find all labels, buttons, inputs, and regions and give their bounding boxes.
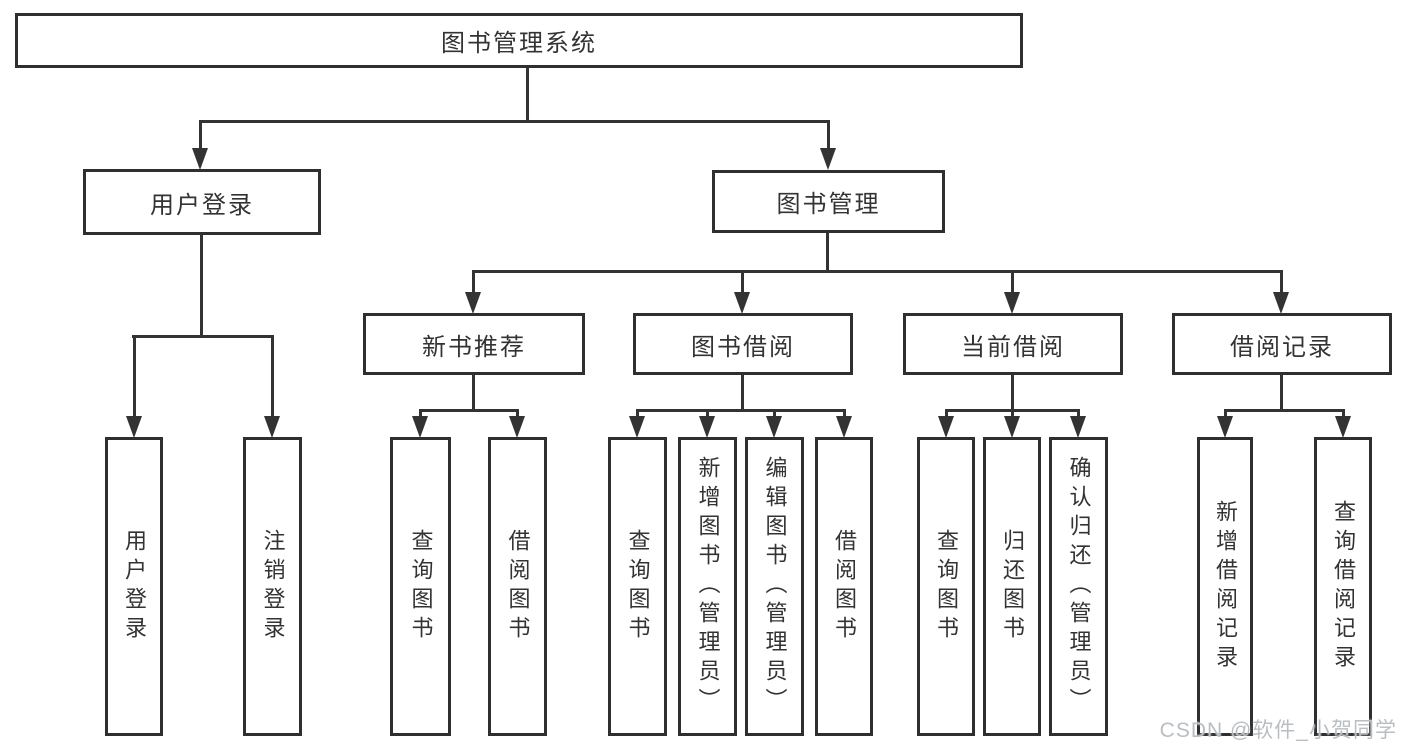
arrowhead-down-icon	[820, 148, 836, 170]
arrowhead-down-icon	[699, 416, 715, 438]
arrowhead-down-icon	[938, 416, 954, 438]
leaf-user-login: 用户登录	[105, 437, 163, 736]
arrowhead-down-icon	[734, 292, 750, 314]
arrowhead-down-icon	[264, 416, 280, 438]
leaf-bb-add-book-admin: 新增图书（管理员）	[678, 437, 737, 736]
arrowhead-down-icon	[1070, 416, 1086, 438]
arrow-shaft	[843, 409, 846, 418]
arrowhead-down-icon	[126, 416, 142, 438]
node-new-book-recommend: 新书推荐	[363, 313, 585, 375]
connector-stem	[200, 235, 203, 337]
connector-stem	[472, 375, 475, 412]
leaf-rec-borrow-book: 借阅图书	[488, 437, 547, 736]
arrow-shaft	[636, 409, 639, 418]
arrowhead-down-icon	[1335, 416, 1351, 438]
connector-bus	[1224, 409, 1345, 412]
connector-bus	[132, 335, 273, 338]
connector-stem	[826, 233, 829, 273]
node-book-management: 图书管理	[712, 170, 945, 233]
arrowhead-down-icon	[1004, 416, 1020, 438]
arrowhead-down-icon	[192, 148, 208, 170]
leaf-br-query-record: 查询借阅记录	[1314, 437, 1372, 736]
arrow-shaft	[516, 409, 519, 418]
arrow-shaft	[133, 335, 136, 417]
node-library-system: 图书管理系统	[15, 13, 1023, 68]
arrowhead-down-icon	[509, 416, 525, 438]
watermark-text: CSDN @软件_小贺同学	[1159, 719, 1397, 742]
leaf-bb-borrow-book: 借阅图书	[815, 437, 873, 736]
arrowhead-down-icon	[629, 416, 645, 438]
arrow-shaft	[741, 270, 744, 294]
arrow-shaft	[1011, 270, 1014, 294]
arrow-shaft	[1077, 409, 1080, 418]
leaf-bb-query-book: 查询图书	[608, 437, 667, 736]
leaf-cb-confirm-return-admin: 确认归还（管理员）	[1049, 437, 1108, 736]
arrowhead-down-icon	[1273, 292, 1289, 314]
arrow-shaft	[419, 409, 422, 418]
arrow-shaft	[827, 120, 830, 150]
arrowhead-down-icon	[836, 416, 852, 438]
leaf-rec-query-book: 查询图书	[390, 437, 451, 736]
node-user-login: 用户登录	[83, 169, 321, 235]
arrow-shaft	[199, 120, 202, 150]
arrowhead-down-icon	[412, 416, 428, 438]
connector-bus	[636, 409, 845, 412]
leaf-cb-query-book: 查询图书	[917, 437, 975, 736]
connector-stem	[1011, 375, 1014, 412]
leaf-br-add-record: 新增借阅记录	[1197, 437, 1253, 736]
connector-stem	[1280, 375, 1283, 412]
connector-stem	[526, 68, 529, 123]
node-current-borrow: 当前借阅	[903, 313, 1123, 375]
connector-bus	[419, 409, 519, 412]
arrow-shaft	[1224, 409, 1227, 418]
arrowhead-down-icon	[766, 416, 782, 438]
node-borrow-records: 借阅记录	[1172, 313, 1392, 375]
arrowhead-down-icon	[465, 292, 481, 314]
connector-stem	[741, 375, 744, 412]
leaf-logout: 注销登录	[243, 437, 302, 736]
arrow-shaft	[1280, 270, 1283, 294]
arrow-shaft	[472, 270, 475, 294]
arrow-shaft	[271, 335, 274, 417]
arrowhead-down-icon	[1004, 292, 1020, 314]
connector-bus	[199, 120, 829, 123]
arrowhead-down-icon	[1217, 416, 1233, 438]
leaf-bb-edit-book-admin: 编辑图书（管理员）	[745, 437, 804, 736]
arrow-shaft	[706, 409, 709, 418]
node-book-borrow: 图书借阅	[633, 313, 853, 375]
connector-bus	[472, 270, 1283, 273]
arrow-shaft	[1011, 409, 1014, 418]
arrow-shaft	[773, 409, 776, 418]
arrow-shaft	[945, 409, 948, 418]
leaf-cb-return-book: 归还图书	[983, 437, 1041, 736]
arrow-shaft	[1342, 409, 1345, 418]
